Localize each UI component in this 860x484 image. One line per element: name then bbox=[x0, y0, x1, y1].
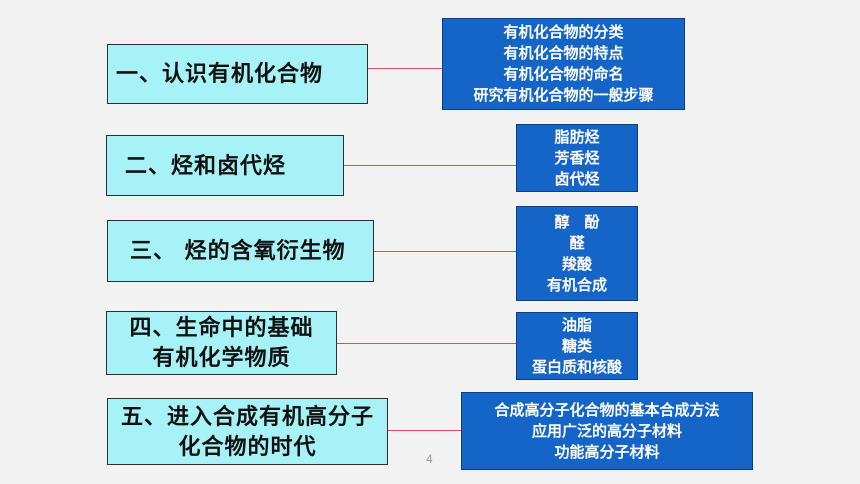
topic-5-line-1: 五、进入合成有机高分子 bbox=[120, 403, 374, 430]
page-number: 4 bbox=[426, 452, 433, 466]
detail-2-line-2: 芳香烃 bbox=[554, 148, 600, 167]
topic-1-line-1: 一、认识有机化合物 bbox=[116, 61, 324, 87]
topic-box-1: 一、认识有机化合物 bbox=[107, 44, 368, 104]
topic-4-line-1: 四、生命中的基础 bbox=[129, 315, 314, 341]
connector-line-3 bbox=[374, 251, 516, 252]
connector-line-1 bbox=[368, 68, 442, 69]
detail-2-line-3: 卤代烃 bbox=[554, 169, 600, 188]
topic-box-2: 二、烃和卤代烃 bbox=[106, 135, 344, 196]
detail-1-line-1: 有机化合物的分类 bbox=[503, 23, 624, 41]
detail-2-line-1: 脂肪烃 bbox=[554, 127, 600, 146]
detail-5-line-2: 应用广泛的高分子材料 bbox=[531, 421, 682, 440]
topic-2-line-1: 二、烃和卤代烃 bbox=[125, 152, 287, 179]
detail-box-2: 脂肪烃 芳香烃 卤代烃 bbox=[516, 124, 638, 192]
detail-1-line-3: 有机化合物的命名 bbox=[503, 65, 624, 83]
detail-box-5: 合成高分子化合物的基本合成方法 应用广泛的高分子材料 功能高分子材料 bbox=[461, 392, 753, 470]
topic-3-line-1: 三、 烃的含氧衍生物 bbox=[130, 238, 346, 264]
detail-5-line-3: 功能高分子材料 bbox=[554, 442, 660, 461]
connector-line-2 bbox=[344, 165, 516, 166]
connector-line-4 bbox=[337, 343, 516, 344]
detail-4-line-1: 油脂 bbox=[561, 315, 592, 334]
detail-box-1: 有机化合物的分类 有机化合物的特点 有机化合物的命名 研究有机化合物的一般步骤 bbox=[442, 18, 685, 110]
detail-3-line-3: 羧酸 bbox=[561, 254, 592, 273]
topic-4-line-2: 有机化学物质 bbox=[152, 345, 291, 371]
detail-3-line-1: 醇 酚 bbox=[554, 212, 600, 231]
detail-4-line-3: 蛋白质和核酸 bbox=[531, 357, 622, 376]
topic-box-5: 五、进入合成有机高分子 化合物的时代 bbox=[107, 398, 388, 465]
detail-3-line-4: 有机合成 bbox=[546, 275, 607, 294]
detail-box-3: 醇 酚 醛 羧酸 有机合成 bbox=[516, 206, 638, 301]
detail-5-line-1: 合成高分子化合物的基本合成方法 bbox=[494, 400, 720, 419]
detail-3-line-2: 醛 bbox=[569, 233, 585, 252]
detail-box-4: 油脂 糖类 蛋白质和核酸 bbox=[516, 312, 638, 380]
topic-5-line-2: 化合物的时代 bbox=[178, 433, 317, 460]
topic-box-4: 四、生命中的基础 有机化学物质 bbox=[106, 311, 337, 375]
detail-1-line-4: 研究有机化合物的一般步骤 bbox=[473, 86, 654, 104]
topic-box-3: 三、 烃的含氧衍生物 bbox=[107, 220, 374, 282]
detail-1-line-2: 有机化合物的特点 bbox=[503, 44, 624, 62]
connector-line-5 bbox=[388, 430, 461, 431]
detail-4-line-2: 糖类 bbox=[561, 336, 592, 355]
